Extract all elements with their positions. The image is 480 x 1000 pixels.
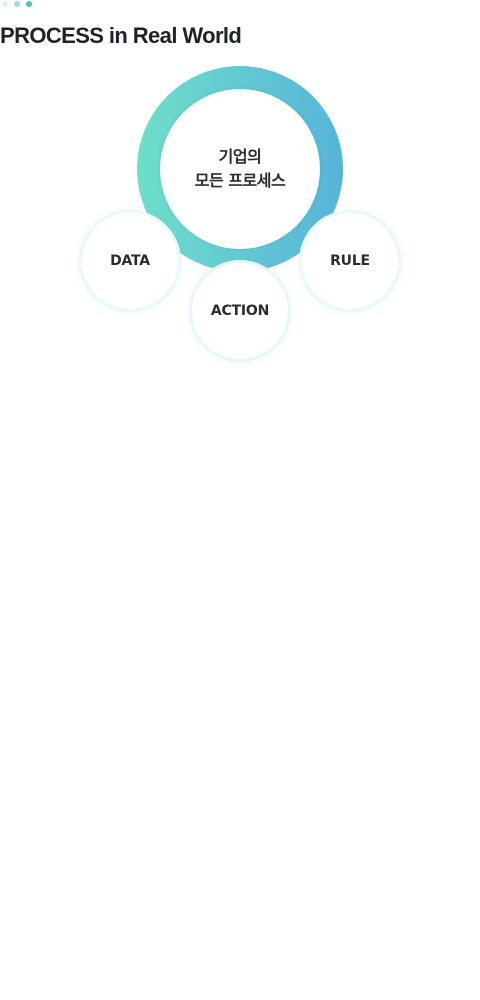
dot-light xyxy=(2,1,8,7)
node-data: DATA xyxy=(79,210,181,312)
page-title: PROCESS in Real World xyxy=(0,23,242,48)
node-rule-label: RULE xyxy=(330,253,370,269)
node-action: ACTION xyxy=(189,260,291,362)
node-data-label: DATA xyxy=(110,253,150,269)
center-label-line1: 기업의 xyxy=(218,147,262,166)
node-rule: RULE xyxy=(299,210,401,312)
dot-dark xyxy=(26,1,32,7)
pagination-dots xyxy=(2,1,32,7)
node-action-label: ACTION xyxy=(210,303,270,319)
dot-mid xyxy=(14,1,20,7)
center-label-line2: 모든 프로세스 xyxy=(194,171,286,190)
center-circle: 기업의 모든 프로세스 xyxy=(160,89,320,249)
process-diagram: 기업의 모든 프로세스 DATA RULE ACTION xyxy=(0,0,480,400)
center-ring: 기업의 모든 프로세스 xyxy=(137,66,343,272)
